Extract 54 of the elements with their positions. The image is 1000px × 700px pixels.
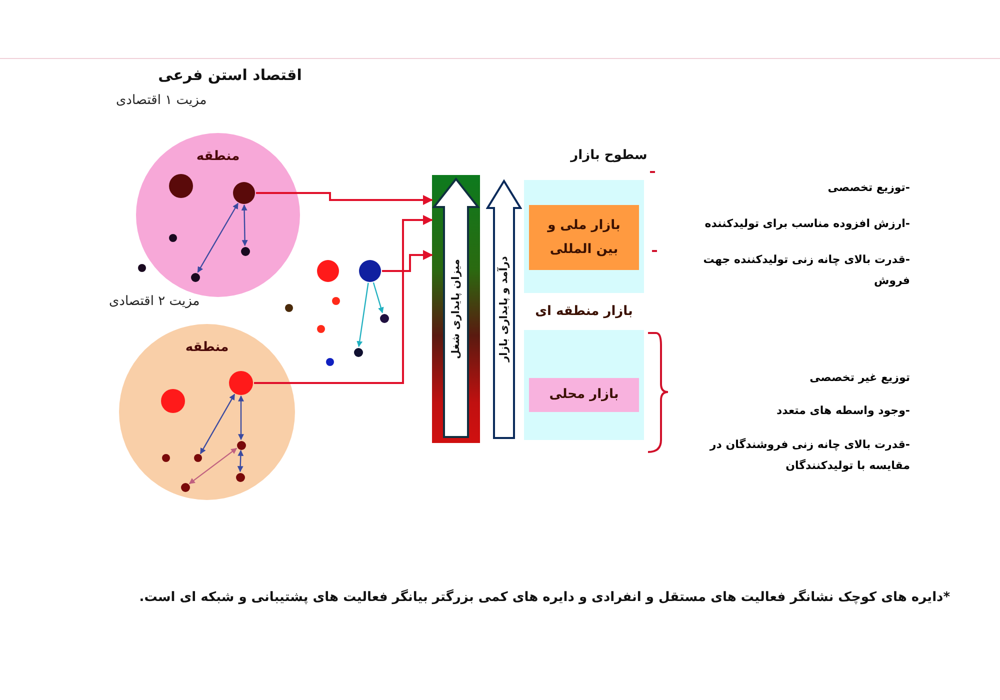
- activity-dot: [354, 348, 362, 356]
- connector-arrow: [241, 204, 248, 246]
- connector-arrow: [256, 192, 433, 205]
- activity-dot: [138, 264, 146, 272]
- connector-arrow: [200, 394, 236, 454]
- note-text: توزیع غیر تخصصی: [808, 370, 910, 386]
- connector-arrow: [382, 250, 433, 272]
- activity-dot: [229, 371, 253, 395]
- note-text: -ارزش افزوده مناسب برای تولیدکننده: [704, 216, 910, 232]
- market-box: [529, 205, 639, 270]
- activity-dot: [317, 260, 339, 282]
- activity-dot: [380, 314, 388, 322]
- activity-dot: [332, 297, 340, 305]
- connector-arrow: [356, 282, 369, 348]
- activity-dot: [169, 174, 193, 198]
- connector-arrow: [197, 202, 238, 273]
- market-box: [529, 378, 639, 412]
- advantage-label: مزیت ۱ اقتصادی: [116, 93, 207, 108]
- connector-arrow: [188, 448, 238, 484]
- vertical-label: میزان پایداری شغل: [450, 259, 462, 359]
- connector-arrow: [238, 395, 244, 440]
- connector-arrow: [237, 450, 244, 472]
- advantage-label: مزیت ۲ اقتصادی: [109, 294, 200, 309]
- note-text: -وجود واسطه های متعدد: [775, 403, 910, 419]
- note-text: -قدرت بالای چانه زنی تولیدکننده جهت فروش: [702, 252, 910, 289]
- activity-dot: [285, 304, 293, 312]
- activity-dot: [240, 246, 250, 256]
- market-label: بازار ملی و بین المللی: [546, 217, 622, 258]
- caption: *دایره های کوچک نشانگر فعالیت های مستقل و انفرادی و دایره های کمی بزرگتر بیانگر فعالیت های پشتیبانی و شبکه ای است.: [138, 590, 950, 605]
- note-text: -توزیع تخصصی: [826, 180, 910, 196]
- region-label: منطقه: [195, 149, 241, 164]
- activity-dot: [236, 440, 246, 450]
- panel-heading: سطوح بازار: [569, 148, 648, 163]
- activity-dot: [169, 234, 177, 242]
- activity-dot: [190, 272, 200, 282]
- vertical-label: درآمد و پایداری بازار: [498, 256, 510, 362]
- activity-dot: [162, 454, 170, 462]
- hollow-arrow-shape: [486, 178, 522, 440]
- market-label: بازار منطقه ای: [534, 303, 634, 322]
- note-text: -قدرت بالای چانه زنی فروشندگان در مقایسه با تولیدکنندگان: [708, 437, 910, 474]
- market-label: بازار محلی: [548, 386, 620, 404]
- activity-dot: [236, 472, 244, 482]
- connector-arrow: [254, 215, 433, 384]
- activity-dot: [233, 182, 255, 204]
- activity-dot: [194, 454, 202, 462]
- connector-arrow: [372, 282, 384, 314]
- diagram-title: اقتصاد استن فرعی: [157, 66, 303, 84]
- activity-dot: [161, 389, 185, 413]
- market-panel: [524, 330, 644, 440]
- activity-dot: [326, 358, 334, 366]
- activity-dot: [317, 325, 325, 333]
- activity-dot: [180, 482, 190, 492]
- region-label: منطقه: [184, 340, 230, 355]
- activity-dot: [359, 260, 381, 282]
